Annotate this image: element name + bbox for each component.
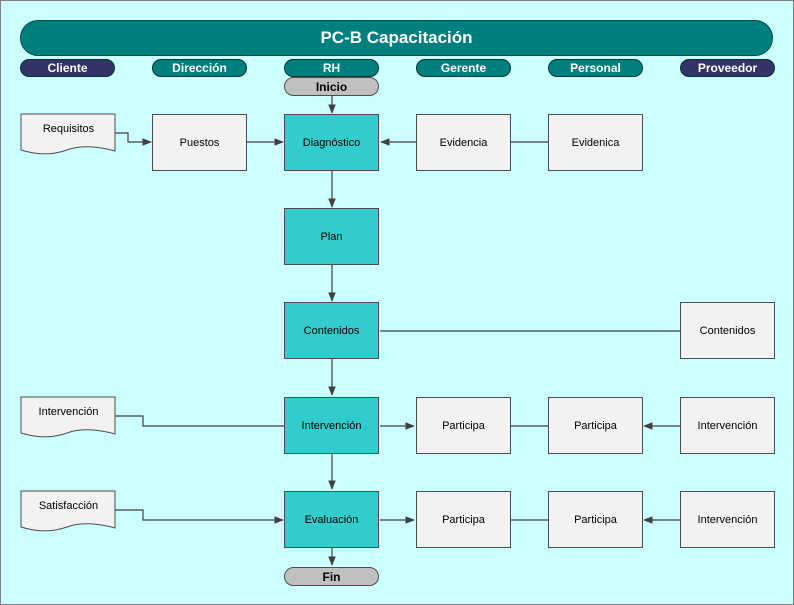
intervencion-document: Intervención	[38, 406, 99, 418]
requisitos-document: Requisitos	[42, 123, 95, 135]
participa-gerente-process-2: Participa	[416, 491, 511, 548]
satisfaccion-document-shape	[20, 490, 116, 532]
lane-header-rh: RH	[284, 59, 379, 77]
evidencia-gerente-process: Evidencia	[416, 114, 511, 171]
intervencion-proveedor-process-1: Intervención	[680, 397, 775, 454]
connector-satisfaccion-evaluacion	[115, 509, 284, 524]
evidencia-personal-process: Evidenica	[548, 114, 643, 171]
participa-personal-process-1: Participa	[548, 397, 643, 454]
intervencion-document-shape	[20, 396, 116, 438]
connector-intervencion-doc	[115, 415, 284, 427]
lane-header-gerente: Gerente	[416, 59, 511, 77]
lane-header-direccion: Dirección	[152, 59, 247, 77]
lane-header-personal: Personal	[548, 59, 643, 77]
requisitos-document-shape	[20, 113, 116, 155]
lane-header-cliente: Cliente	[20, 59, 115, 77]
lane-header-proveedor: Proveedor	[680, 59, 775, 77]
end-terminator: Fin	[284, 567, 379, 586]
contenidos-rh-process: Contenidos	[284, 302, 379, 359]
puestos-process: Puestos	[152, 114, 247, 171]
start-terminator: Inicio	[284, 77, 379, 96]
participa-personal-process-2: Participa	[548, 491, 643, 548]
evaluacion-process: Evaluación	[284, 491, 379, 548]
connector-requisitos-puestos	[115, 132, 152, 146]
diagram-title: PC-B Capacitación	[20, 20, 773, 56]
intervencion-rh-process: Intervención	[284, 397, 379, 454]
plan-process: Plan	[284, 208, 379, 265]
satisfaccion-document: Satisfacción	[38, 500, 99, 512]
participa-gerente-process-1: Participa	[416, 397, 511, 454]
diagnostico-process: Diagnóstico	[284, 114, 379, 171]
contenidos-proveedor-process: Contenidos	[680, 302, 775, 359]
intervencion-proveedor-process-2: Intervención	[680, 491, 775, 548]
